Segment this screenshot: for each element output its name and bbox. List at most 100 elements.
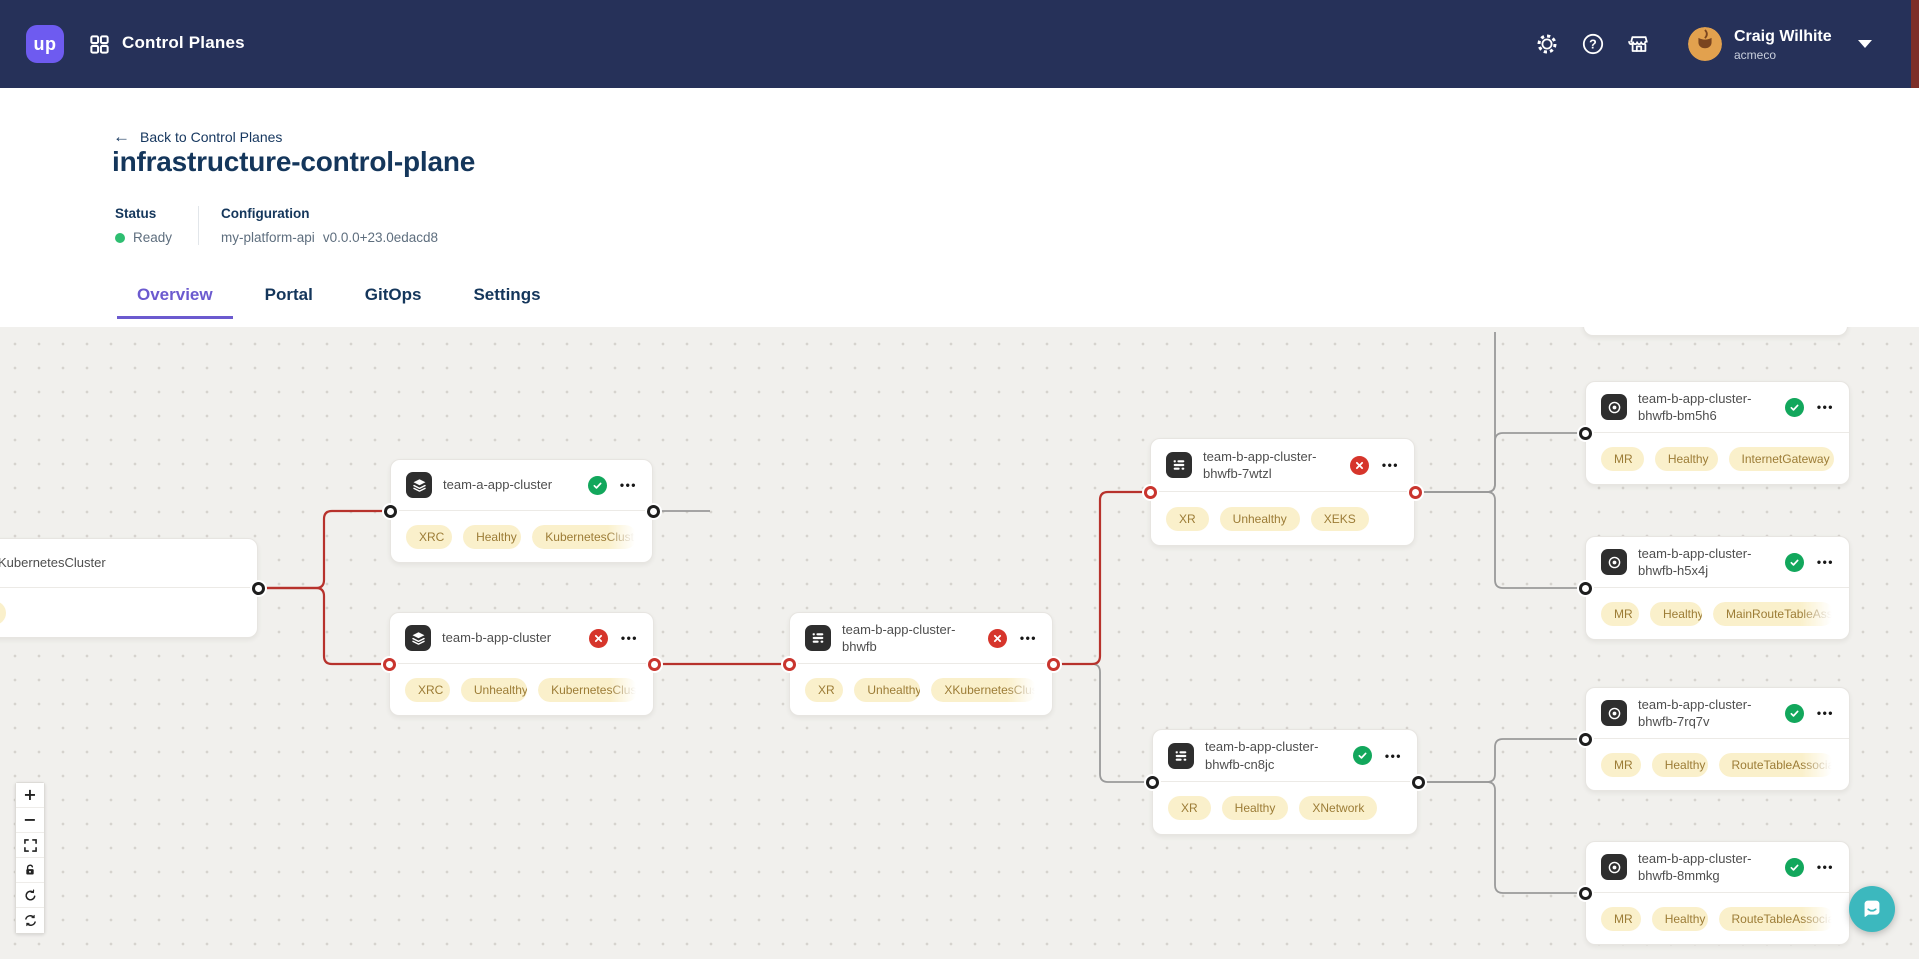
chevron-down-icon[interactable] [1858, 40, 1872, 48]
status-healthy-icon [587, 475, 607, 495]
svg-text:?: ? [1589, 37, 1597, 51]
page-header: ← Back to Control Planes infrastructure-… [0, 88, 1919, 327]
node-partial-node[interactable] [1583, 327, 1848, 336]
node-menu-button[interactable]: ••• [1816, 555, 1834, 569]
tab-settings[interactable]: Settings [473, 285, 540, 319]
settings-icon[interactable] [1535, 32, 1559, 56]
connection-handle[interactable] [1408, 485, 1422, 499]
graph-canvas[interactable]: +− K KubernetesCluster API team-a-app-cl… [0, 327, 1919, 959]
configuration-name: my-platform-api [221, 230, 315, 245]
node-menu-button[interactable]: ••• [620, 631, 638, 645]
node-title: team-b-app-cluster-bhwfb-7wtzl [1203, 448, 1317, 481]
chat-launcher[interactable] [1849, 886, 1895, 932]
connection-handle[interactable] [1411, 775, 1425, 789]
node-kubernetescluster[interactable]: K KubernetesCluster API [0, 538, 258, 638]
app-title: Control Planes [122, 33, 245, 52]
status-unhealthy-icon [987, 628, 1007, 648]
back-arrow-icon: ← [113, 127, 130, 146]
status-badge: InternetGateway [1728, 446, 1834, 471]
back-link[interactable]: ← Back to Control Planes [113, 127, 283, 146]
status-value: Ready [115, 230, 172, 245]
node-header: team-b-app-cluster-bhwfb-bm5h6 ••• [1586, 382, 1849, 433]
node-title: team-b-app-cluster-bhwfb [842, 621, 956, 654]
status-badge: XR [1168, 796, 1211, 820]
user-org: acmeco [1734, 48, 1777, 62]
node-menu-button[interactable]: ••• [1384, 748, 1402, 763]
meta-divider [198, 206, 200, 245]
status-badge: XR [805, 677, 844, 702]
scrollbar-thumb[interactable] [1911, 0, 1919, 88]
connection-handle[interactable] [782, 657, 796, 671]
tab-overview[interactable]: Overview [117, 285, 233, 319]
node-menu-button[interactable]: ••• [1816, 400, 1834, 414]
node-menu-button[interactable]: ••• [1381, 458, 1399, 472]
connection-handle[interactable] [647, 657, 661, 671]
node-menu-button[interactable]: ••• [1816, 860, 1834, 874]
upbound-logo[interactable]: up [26, 25, 64, 63]
zoom-in-button[interactable]: + [16, 783, 44, 808]
status-badge: MR [1601, 906, 1641, 931]
sync-button[interactable] [16, 908, 44, 933]
user-avatar[interactable] [1688, 27, 1722, 61]
status-badge: KubernetesCluster [538, 677, 638, 702]
status-healthy-icon [1784, 703, 1804, 723]
status-badge: Unhealthy [460, 677, 528, 702]
status-badge: MainRouteTableAssociation [1713, 601, 1834, 626]
rotate-button[interactable] [16, 883, 44, 908]
connection-handle[interactable] [251, 581, 265, 595]
node-header: team-b-app-cluster-bhwfb-7rq7v ••• [1586, 688, 1849, 739]
unlock-button[interactable] [16, 858, 44, 883]
connection-handle[interactable] [1578, 732, 1592, 746]
node-team-b-app-cluster-bhwfb-bm5h6[interactable]: team-b-app-cluster-bhwfb-bm5h6 ••• MR Hea… [1585, 381, 1850, 485]
connection-handle[interactable] [646, 504, 660, 518]
target-icon [1601, 700, 1627, 726]
connection-handle[interactable] [1578, 426, 1592, 440]
connection-handle[interactable] [1046, 657, 1060, 671]
status-badge: Healthy [1654, 446, 1718, 471]
status-badge: Healthy [1651, 906, 1708, 931]
status-label: Status [115, 206, 157, 221]
connection-handle[interactable] [382, 657, 396, 671]
node-badges: MRHealthyMainRouteTableAssociation [1586, 588, 1849, 639]
list-icon [805, 625, 831, 651]
canvas-controls: +− [15, 782, 45, 934]
marketplace-icon[interactable] [1627, 32, 1651, 56]
layers-icon [406, 472, 432, 498]
help-icon[interactable]: ? [1581, 32, 1605, 56]
connection-handle[interactable] [1578, 886, 1592, 900]
connection-handle[interactable] [1578, 581, 1592, 595]
tab-gitops[interactable]: GitOps [365, 285, 422, 319]
node-header: team-a-app-cluster ••• [391, 460, 652, 511]
node-menu-button[interactable]: ••• [1816, 706, 1834, 720]
node-header: team-b-app-cluster ••• [390, 613, 653, 664]
configuration-version: v0.0.0+23.0edacd8 [322, 230, 439, 245]
fit-view-button[interactable] [16, 833, 44, 858]
connection-handle[interactable] [383, 504, 397, 518]
node-menu-button[interactable]: ••• [1019, 631, 1037, 645]
node-menu-button[interactable]: ••• [619, 478, 637, 492]
tab-portal[interactable]: Portal [265, 285, 313, 319]
status-badge: XR [1166, 506, 1209, 531]
status-badge: RouteTableAssociation [1718, 906, 1834, 931]
node-badges: MR Healthy RouteTableAssociation [1586, 893, 1849, 944]
configuration-label: Configuration [221, 206, 310, 221]
connection-handle[interactable] [1143, 485, 1157, 499]
status-badge: MR [1601, 446, 1644, 471]
page-title: infrastructure-control-plane [112, 146, 476, 177]
status-column: Status Ready [115, 206, 172, 245]
connection-handle[interactable] [1145, 775, 1159, 789]
tab-bar: Overview Portal GitOps Settings [117, 285, 541, 319]
status-healthy-icon [1784, 397, 1804, 417]
node-title: team-b-app-cluster-bhwfb-bm5h6 [1638, 390, 1752, 423]
zoom-out-button[interactable]: − [16, 808, 44, 833]
